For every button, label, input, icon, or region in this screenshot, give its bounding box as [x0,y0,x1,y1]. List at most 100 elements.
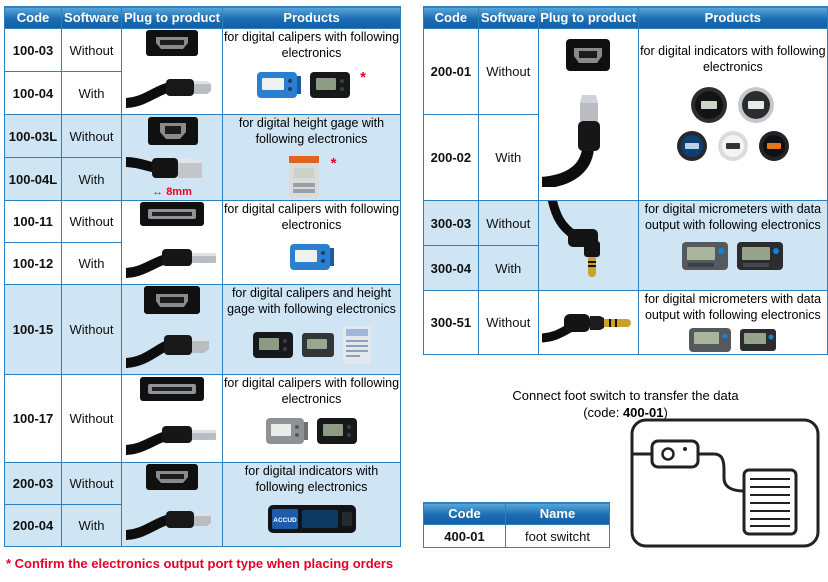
header-code: Code [423,502,506,525]
right-product-table: Code Software Plug to product Products 2… [423,6,828,355]
products-cell: for digital micrometers with data output… [637,200,828,291]
table-row: 200-03 Without for digital indicators wi… [4,462,401,547]
data-chart-card-photo [342,325,371,364]
plug-photo-cell [121,284,223,375]
software-cell: Without [61,462,122,505]
software-cell: Without [61,114,122,158]
product-description: for digital indicators with following el… [244,464,379,495]
product-photos: * [224,155,400,198]
products-cell: for digital calipers with following elec… [222,28,401,115]
product-description: for digital calipers with following elec… [223,376,400,407]
header-name: Name [505,502,610,525]
table-row: 100-11 Without for digital calipers with… [4,200,401,285]
header-code: Code [423,6,479,29]
table-row: 100-15 Without for digital calipers and … [4,284,401,375]
product-description: for digital micrometers with data output… [644,292,822,323]
plug-dimension-label: ↔ 8mm [152,186,192,199]
name-cell: foot switcht [505,524,610,548]
table-row: 300-04 With [423,245,828,291]
mini-usb-plug-photo [123,286,209,368]
plug-photo-cell [121,374,223,463]
products-cell: for digital micrometers with data output… [637,290,828,355]
micro-usb-plug-photo [122,30,211,108]
product-description: for digital calipers with following elec… [223,202,400,233]
table-row: 400-01 foot switcht [423,524,610,548]
round-indicator-photo [717,130,748,161]
table-row: 200-02 With [423,114,828,201]
round-indicator-photo [676,130,707,161]
software-cell: Without [61,374,122,463]
software-cell: Without [477,28,539,115]
micro-usb-plug-photo [122,464,211,540]
code-cell: 100-17 [4,374,62,463]
blue-caliper-display-photo [289,243,334,270]
product-photos [224,416,400,446]
product-photos [639,327,826,354]
product-photos: ACCUD [224,504,400,534]
product-description: for digital micrometers with data output… [644,202,822,233]
table-row: 200-01 Without for digital indicators wi… [423,28,828,201]
header-plug: Plug to product [121,6,223,29]
products-cell: for digital calipers with following elec… [222,200,401,285]
foot-switch-illustration [630,418,820,553]
software-cell: With [477,114,539,201]
table-row: 100-12 With [4,242,401,285]
foot-switch-note-line2: (code: 400-01) [583,404,668,420]
product-description: for digital indicators with following el… [640,44,826,75]
table-row: 300-51 Without for digital micrometers w… [423,290,828,355]
table-row: 100-17 Without for digital calipers with… [4,374,401,463]
software-cell: With [61,71,122,115]
right-angle-jack-plug-photo [548,201,601,277]
plug-photo-cell [121,200,223,285]
table-row: 200-04 With [4,504,401,547]
foot-switch-code: 400-01 [622,404,664,420]
software-cell: With [61,242,122,285]
mini-usb-plug-photo [539,39,611,189]
height-gage-display-photo [288,155,319,198]
table-row: 300-03 Without for digital micrometers w… [423,200,828,291]
table-header-row: Code Software Plug to product Products [423,6,828,29]
software-cell: Without [477,290,539,355]
foot-switch-note: Connect foot switch to transfer the data… [423,388,828,422]
order-footnote: * Confirm the electronics output port ty… [6,556,394,571]
code-cell: 100-04L [4,157,62,201]
header-plug: Plug to product [537,6,639,29]
foot-switch-drawing-icon [630,418,820,548]
footnote-asterisk: * [360,68,366,86]
product-photos [639,86,826,124]
table-row: 100-03 Without for digital calipers with… [4,28,401,115]
products-cell: for digital calipers and height gage wit… [222,284,401,375]
code-cell: 400-01 [423,524,506,548]
table-row: 100-03L Without ↔ 8mm for digita [4,114,401,201]
gray-caliper-display-photo [266,417,308,444]
product-photos: * [224,68,400,100]
code-cell: 200-02 [423,114,479,201]
code-cell: 300-04 [423,245,479,291]
software-cell: With [61,504,122,547]
plug-photo-cell [121,462,223,547]
table-header-row: Code Name [423,502,610,525]
header-code: Code [4,6,62,29]
plug-photo-cell [537,28,639,201]
brand-text: ACCUD [273,517,297,524]
micrometer-display-photo [682,241,729,270]
code-cell: 200-03 [4,462,62,505]
plug-photo-cell [121,28,223,115]
software-cell: Without [61,200,122,243]
table-row: 100-04L With [4,157,401,201]
left-product-table: Code Software Plug to product Products 1… [4,6,401,547]
data-indicator-photo: ACCUD [267,504,356,533]
black-caliper-display-photo [310,71,351,98]
table-row: 100-04 With [4,71,401,115]
code-cell: 100-12 [4,242,62,285]
small-display-photo [301,332,334,357]
plug-photo-cell [537,290,639,355]
header-software: Software [477,6,539,29]
header-products: Products [637,6,828,29]
code-cell: 300-03 [423,200,479,246]
software-cell: Without [61,28,122,72]
round-indicator-photo [738,86,775,123]
foot-switch-code-table: Code Name 400-01 foot switcht [423,502,610,548]
code-cell: 300-51 [423,290,479,355]
